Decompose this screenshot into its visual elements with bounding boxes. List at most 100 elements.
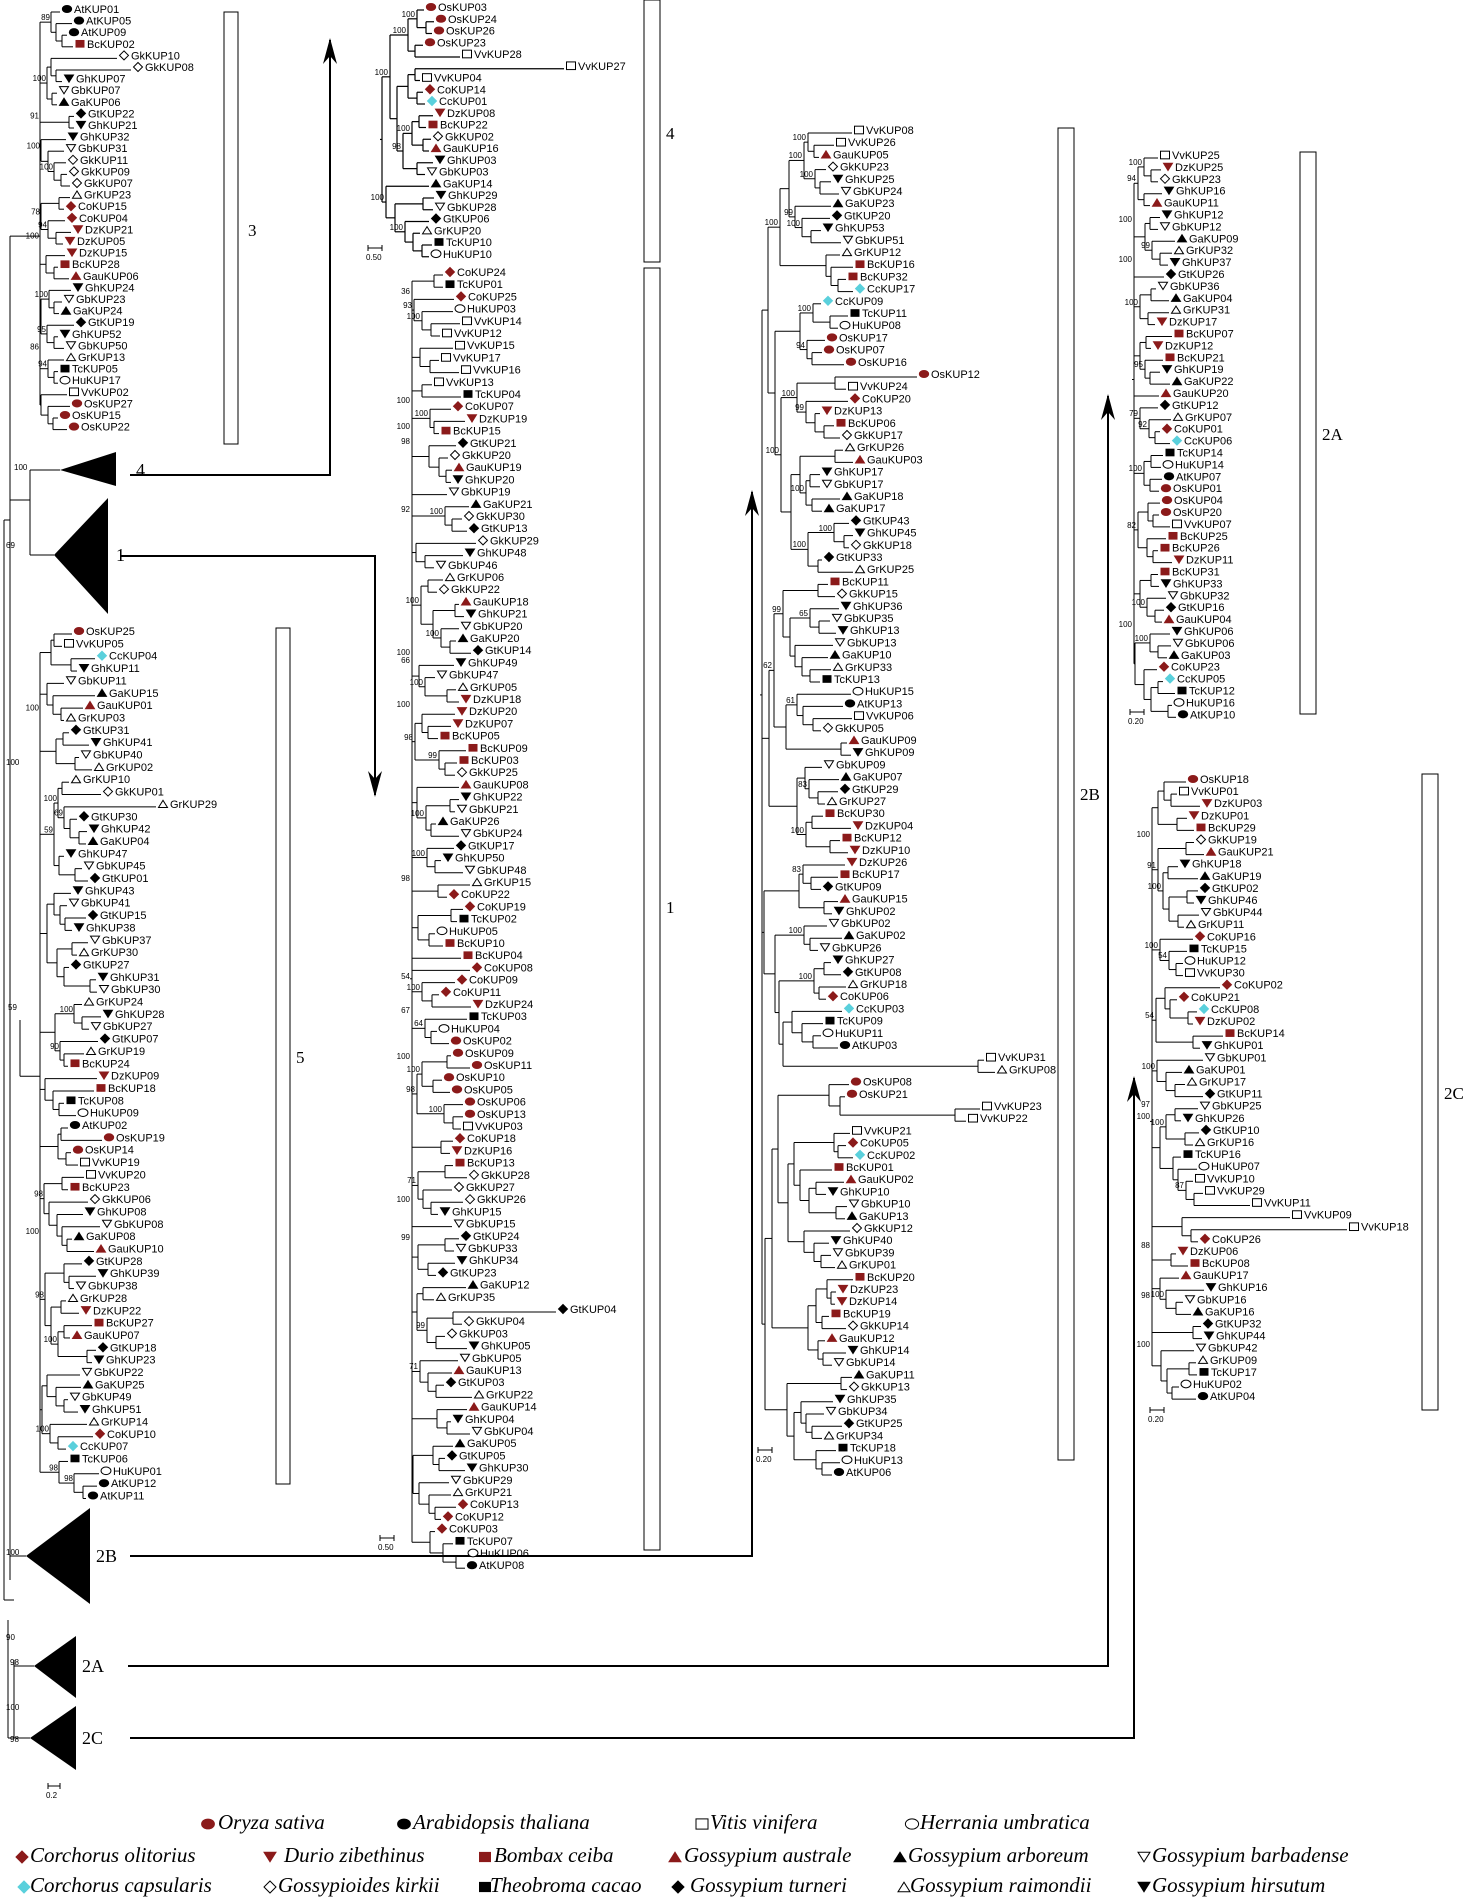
leaf-GbKUP49: GbKUP49 xyxy=(69,1392,132,1404)
species-symbol-gki xyxy=(432,131,444,142)
legend-symbol-osa xyxy=(201,1818,215,1830)
species-symbol-hum xyxy=(454,304,466,313)
leaf-label: GbKUP08 xyxy=(114,1219,164,1231)
bootstrap-value: 100 xyxy=(415,409,429,418)
leaf-BcKUP27: BcKUP27 xyxy=(94,1318,154,1330)
leaf-label: GtKUP15 xyxy=(100,910,146,922)
species-symbol-gra xyxy=(71,190,83,199)
leaf-label: GhKUP45 xyxy=(867,528,917,540)
leaf-CoKUP19: CoKUP19 xyxy=(464,901,526,913)
species-symbol-ghi xyxy=(832,174,844,184)
leaf-label: GhKUP01 xyxy=(1214,1040,1264,1052)
leaf-GhKUP07: GhKUP07 xyxy=(63,74,126,86)
species-symbol-ghi xyxy=(90,738,102,747)
leaf-VvKUP03: VvKUP03 xyxy=(463,1121,523,1133)
leaf-label: GrKUP33 xyxy=(845,662,892,674)
species-symbol-ath xyxy=(87,1491,99,1500)
leaf-GaKUP19: GaKUP19 xyxy=(1199,871,1262,883)
leaf-DzKUP04: DzKUP04 xyxy=(852,820,913,832)
leaf-GrKUP33: GrKUP33 xyxy=(832,662,892,674)
species-symbol-vvi xyxy=(695,1818,709,1830)
bootstrap-value: 100 xyxy=(791,826,805,835)
leaf-label: VvKUP12 xyxy=(454,328,502,340)
leaf-BcKUP31: BcKUP31 xyxy=(1160,567,1220,579)
species-symbol-gba xyxy=(831,613,843,623)
leaf-label: GbKUP47 xyxy=(449,670,499,682)
leaf-GaKUP21: GaKUP21 xyxy=(470,499,533,511)
species-symbol-tca xyxy=(70,1454,80,1463)
species-symbol-ghi xyxy=(84,1207,96,1216)
species-symbol-ghi xyxy=(1161,365,1173,374)
species-symbol-gba xyxy=(821,479,833,489)
leaf-DzKUP05: DzKUP05 xyxy=(64,236,125,248)
species-symbol-bce xyxy=(468,743,478,752)
bootstrap-value: 100 xyxy=(26,1227,40,1236)
leaf-GhKUP39: GhKUP39 xyxy=(97,1268,160,1280)
species-symbol-gau xyxy=(430,143,442,153)
leaf-label: GbKUP44 xyxy=(1213,907,1263,919)
species-symbol-bce xyxy=(834,1163,844,1171)
species-symbol-bce xyxy=(1196,823,1206,832)
leaf-label: CoKUP11 xyxy=(453,987,501,999)
bootstrap-value: 98 xyxy=(401,437,410,446)
species-symbol-osa xyxy=(201,1818,215,1830)
leaf-DzKUP18: DzKUP18 xyxy=(460,694,521,706)
species-symbol-cca xyxy=(822,295,834,307)
species-symbol-tca xyxy=(469,1012,479,1021)
leaf-label: BcKUP30 xyxy=(837,808,885,820)
species-symbol-ath xyxy=(833,1467,845,1477)
leaf-OsKUP13: OsKUP13 xyxy=(464,1109,526,1121)
leaf-label: DzKUP26 xyxy=(859,857,907,869)
clade-label: 2B xyxy=(1080,785,1100,804)
scale-label: 0.20 xyxy=(1148,1415,1164,1424)
species-symbol-dzi xyxy=(1194,1016,1206,1026)
leaf-HuKUP01: HuKUP01 xyxy=(100,1466,162,1478)
species-symbol-gra xyxy=(85,1046,97,1055)
collapsed-clade-2A xyxy=(34,1636,76,1698)
leaf-label: DzKUP23 xyxy=(850,1284,898,1296)
species-symbol-osa xyxy=(464,1097,476,1106)
legend-symbol-bce xyxy=(479,1851,491,1863)
leaf-label: GaKUP13 xyxy=(859,1211,909,1223)
clade-bracket xyxy=(1421,773,1439,1411)
leaf-GbKUP34: GbKUP34 xyxy=(825,1406,888,1418)
leaf-label: GaKUP05 xyxy=(467,1438,517,1450)
species-symbol-ath xyxy=(73,16,85,25)
leaf-BcKUP28: BcKUP28 xyxy=(60,259,120,271)
leaf-label: BcKUP07 xyxy=(1186,329,1234,341)
leaf-GbKUP17: GbKUP17 xyxy=(821,479,884,491)
leaf-label: DzKUP05 xyxy=(77,236,125,248)
species-symbol-gba xyxy=(471,1426,483,1436)
leaf-BcKUP17: BcKUP17 xyxy=(840,869,900,881)
species-symbol-gra xyxy=(452,1487,464,1497)
leaf-OsKUP07: OsKUP07 xyxy=(823,345,885,357)
leaf-VvKUP19: VvKUP19 xyxy=(80,1157,140,1169)
species-symbol-gki xyxy=(263,1880,277,1894)
species-symbol-vvi xyxy=(1172,519,1182,529)
leaf-label: GhKUP12 xyxy=(1174,210,1224,222)
species-symbol-gki xyxy=(847,1320,859,1331)
bootstrap-value: 100 xyxy=(1137,830,1151,839)
leaf-OsKUP10: OsKUP10 xyxy=(443,1072,505,1084)
leaf-label: BcKUP19 xyxy=(843,1308,891,1320)
leaf-GaKUP03: GaKUP03 xyxy=(1168,650,1231,662)
leaf-TcKUP11: TcKUP11 xyxy=(850,308,907,320)
leaf-label: GtKUP22 xyxy=(88,108,134,120)
species-symbol-gra xyxy=(65,352,77,362)
bootstrap-value: 78 xyxy=(31,207,40,216)
species-symbol-dzi xyxy=(821,406,833,416)
bootstrap-value: 100 xyxy=(397,700,411,709)
leaf-label: AtKUP10 xyxy=(1190,709,1235,721)
species-symbol-gba xyxy=(1200,908,1212,917)
leaf-GkKUP23: GkKUP23 xyxy=(827,161,889,174)
leaf-VvKUP26: VvKUP26 xyxy=(836,137,896,149)
species-symbol-gba xyxy=(1184,1295,1196,1304)
species-symbol-gtu xyxy=(843,1417,855,1429)
leaf-OsKUP04: OsKUP04 xyxy=(1161,495,1223,507)
leaf-label: CoKUP07 xyxy=(465,401,514,413)
leaf-label: GbKUP48 xyxy=(477,865,527,877)
leaf-GaKUP22: GaKUP22 xyxy=(1171,376,1234,388)
species-symbol-tca xyxy=(1165,448,1175,457)
leaf-label: DzKUP13 xyxy=(834,406,882,418)
leaf-label: GhKUP32 xyxy=(80,132,130,144)
